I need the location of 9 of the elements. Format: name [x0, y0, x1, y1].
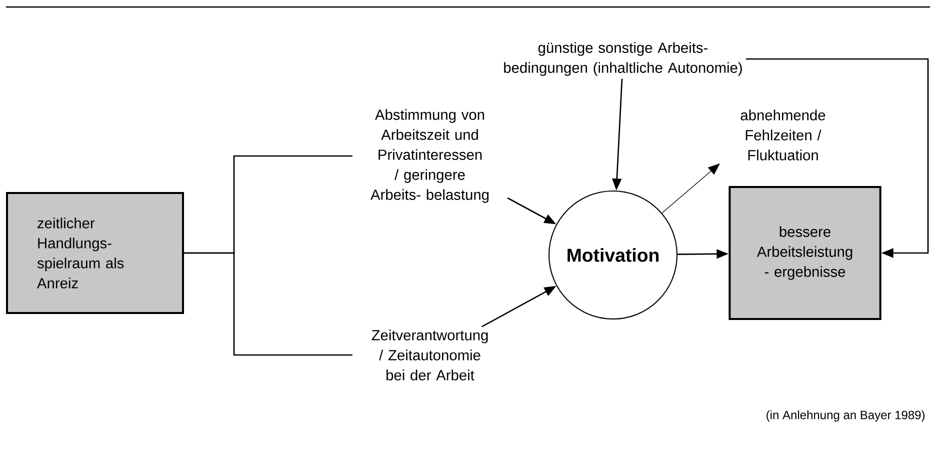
node-text: Zeitverantwortung / Zeitautonomie bei der Arbeit [372, 330, 488, 380]
bracket-line [184, 252, 352, 356]
rect-box: zeitlicher Handlungs- spielraum als Anreiz [6, 192, 184, 314]
node-text: abnehmende Fehlzeiten / Fluktuation [740, 110, 826, 160]
node-text: Abstimmung von Arbeitszeit und Privatinteressen / geringere Arbeits- belastung [370, 109, 489, 203]
result-box: bessere Arbeitsleistung - ergebnisse [728, 186, 882, 320]
arrow [746, 58, 929, 258]
node-text: günstige sonstige Arbeits- bedingungen (inhaltliche Autonomie) [504, 42, 742, 76]
caption: (in Anlehnung an Bayer 1989) [766, 410, 925, 422]
